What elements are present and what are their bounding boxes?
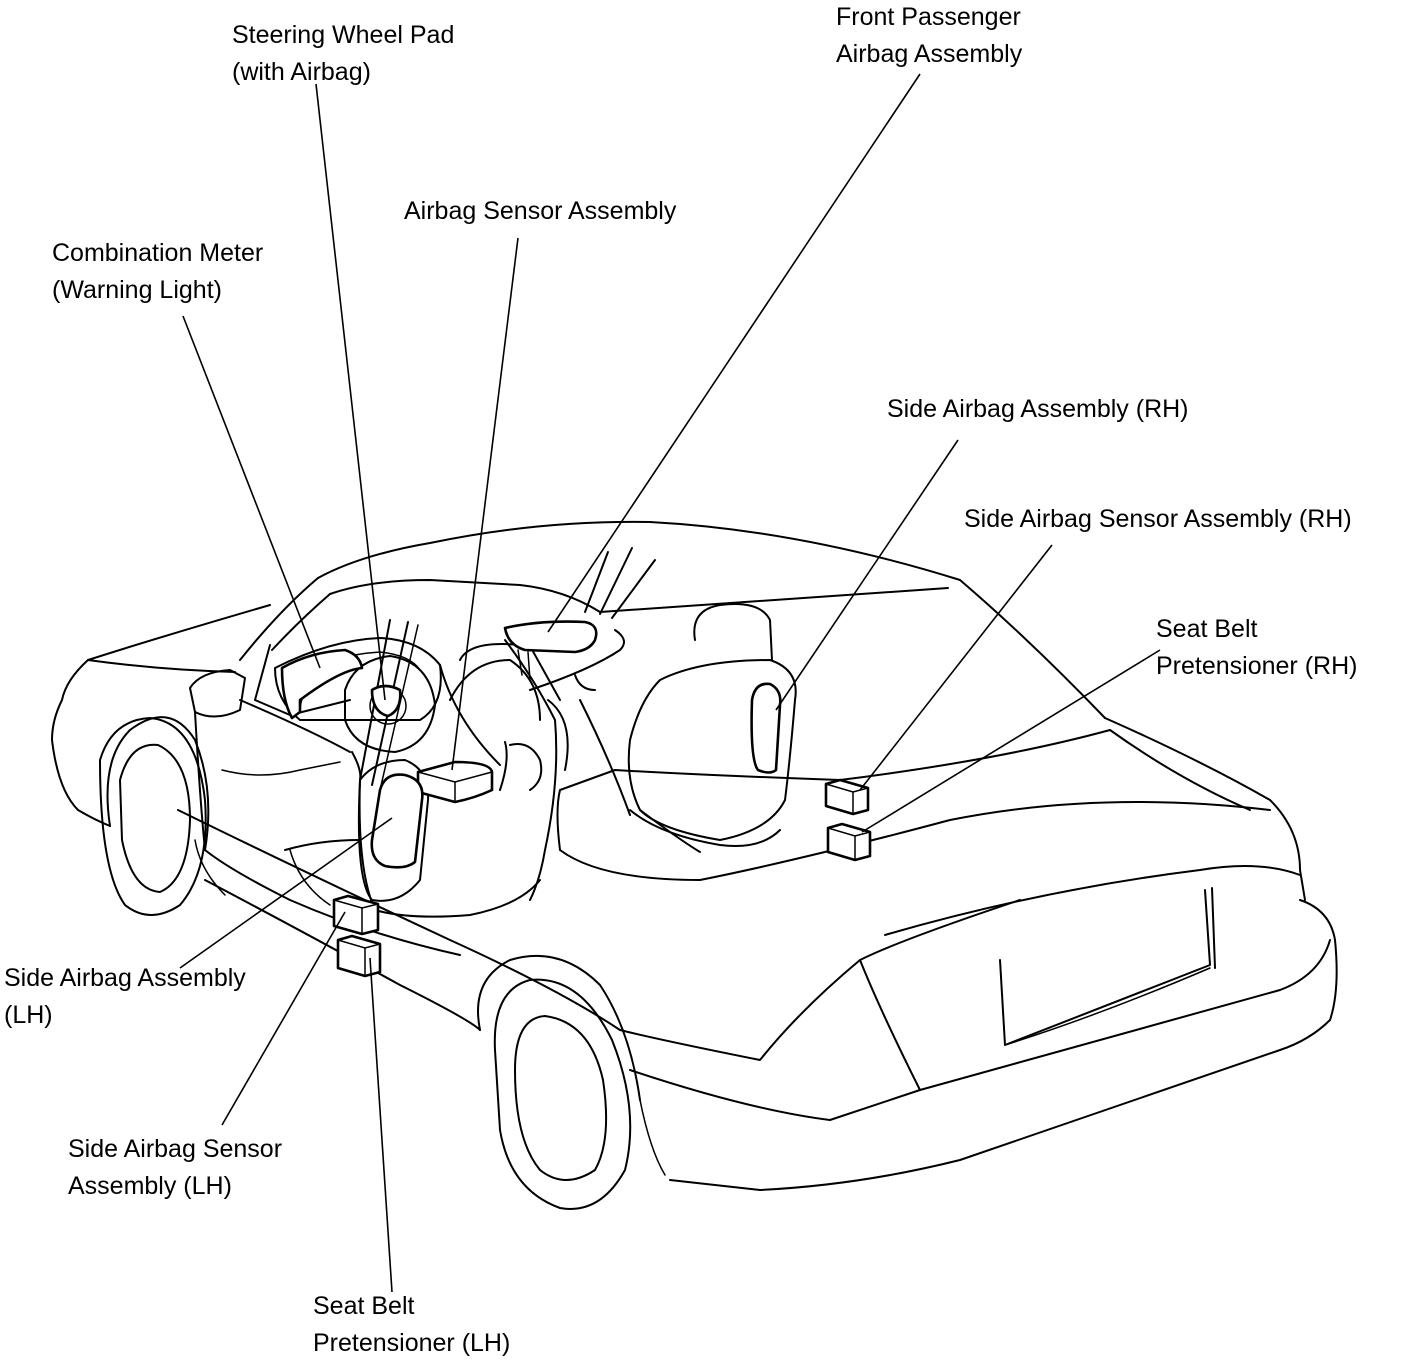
label-seat-belt-pretensioner-rh: Seat Belt Pretensioner (RH)	[1156, 615, 1358, 680]
leader-side-airbag-sensor-rh	[859, 544, 1053, 791]
component-combination-meter	[280, 648, 364, 720]
leader-side-airbag-sensor-lh	[221, 911, 346, 1126]
component-steering-wheel-pad	[370, 684, 402, 718]
label-side-airbag-sensor-assembly-lh: Side Airbag Sensor Assembly (LH)	[68, 1135, 283, 1200]
component-side-airbag-sensor-lh	[332, 894, 380, 936]
car-body-outline	[51, 520, 1338, 1210]
component-front-passenger-airbag	[503, 620, 598, 681]
leader-front-passenger-airbag	[547, 73, 921, 633]
label-seat-belt-pretensioner-lh: Seat Belt Pretensioner (LH)	[313, 1292, 511, 1357]
component-side-airbag-rh	[750, 682, 782, 774]
component-airbag-sensor	[416, 760, 494, 804]
label-front-passenger-airbag: Front Passenger Airbag Assembly	[836, 3, 1023, 68]
leader-steering-wheel-pad	[315, 83, 386, 701]
leader-seat-belt-pretensioner-lh	[369, 957, 393, 1293]
leader-side-airbag-lh	[179, 817, 393, 969]
component-seat-belt-pretensioner-lh	[336, 934, 382, 978]
label-side-airbag-assembly-rh: Side Airbag Assembly (RH)	[887, 395, 1189, 423]
component-seat-belt-pretensioner-rh	[826, 822, 872, 862]
component-side-airbag-lh	[370, 773, 424, 869]
leader-side-airbag-rh	[775, 439, 959, 711]
leader-seat-belt-pretensioner-rh	[861, 649, 1161, 833]
label-side-airbag-sensor-assembly-rh: Side Airbag Sensor Assembly (RH)	[964, 505, 1352, 533]
leader-combination-meter	[182, 315, 321, 669]
label-side-airbag-assembly-lh: Side Airbag Assembly (LH)	[4, 964, 246, 1029]
leader-lines	[179, 73, 1161, 1293]
label-steering-wheel-pad: Steering Wheel Pad (with Airbag)	[232, 21, 455, 86]
component-side-airbag-sensor-rh	[824, 778, 870, 816]
label-airbag-sensor-assembly: Airbag Sensor Assembly	[404, 197, 677, 225]
leader-airbag-sensor	[451, 237, 519, 771]
label-combination-meter: Combination Meter (Warning Light)	[52, 239, 264, 304]
